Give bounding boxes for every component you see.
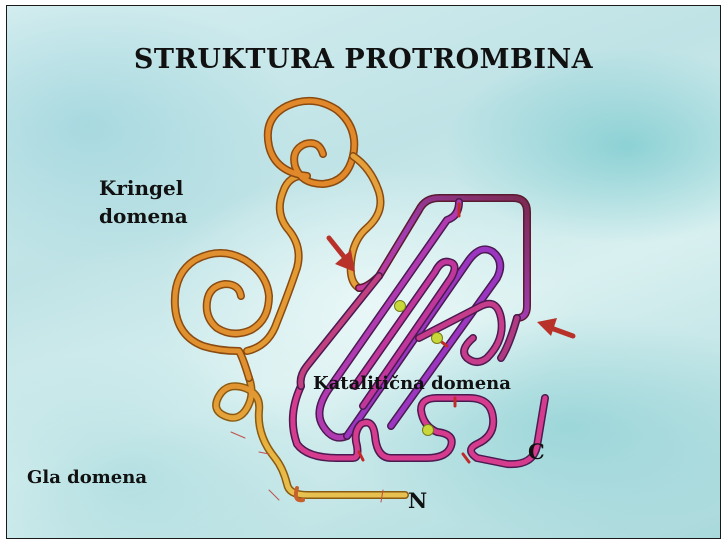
active-site-marker	[432, 333, 443, 344]
kringel-domain-label: Kringel domena	[99, 174, 188, 230]
slide: STRUKTURA PROTROMBINA Kringel domena Kat…	[6, 5, 721, 539]
active-site-marker	[395, 301, 406, 312]
catalytic-domain-label: Katalitična domena	[313, 373, 511, 394]
c-terminus-label: C	[528, 439, 545, 464]
slide-title: STRUKTURA PROTROMBINA	[7, 44, 720, 75]
active-site-marker	[423, 425, 434, 436]
cleavage-arrow-right	[537, 318, 573, 336]
kringel-label-line1: Kringel	[99, 174, 188, 202]
kringel-label-line2: domena	[99, 202, 188, 230]
gla-domain-label: Gla domena	[27, 467, 147, 488]
cleavage-arrow-upper	[329, 238, 355, 272]
kringel-domain-chain	[175, 101, 381, 378]
prothrombin-structure-diagram	[7, 6, 720, 538]
n-terminus-label: N	[408, 488, 427, 513]
